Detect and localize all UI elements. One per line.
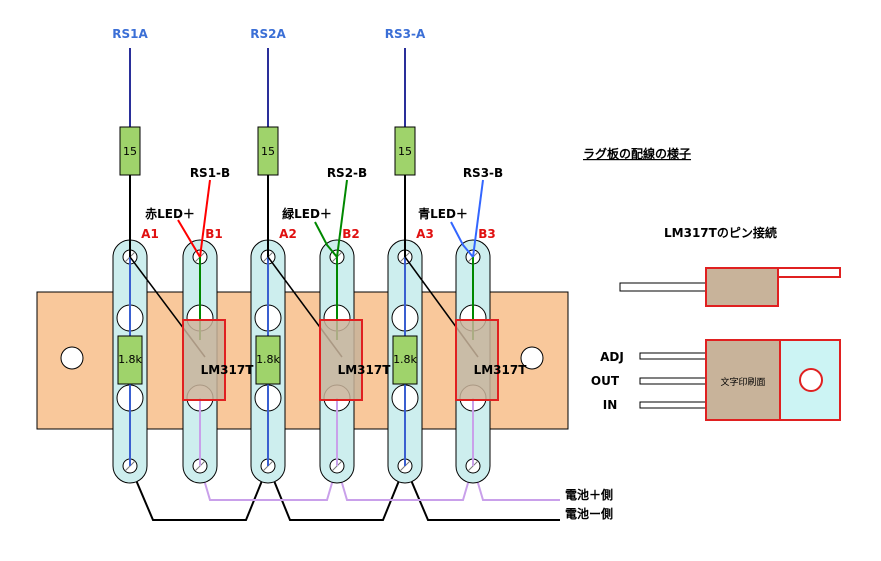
regulator-label-1: LM317T <box>201 363 255 377</box>
resistor-bottom-3 <box>392 335 418 385</box>
pin-out-label: OUT <box>591 374 620 388</box>
resistor-top-2 <box>257 126 279 176</box>
rs-label-2: RS2A <box>250 27 286 41</box>
led-lead-2 <box>314 221 338 258</box>
lm317t-front-view: 文字印刷面 ADJ OUT IN <box>591 339 841 421</box>
diagram-title: ラグ板の配線の様子 <box>583 146 691 161</box>
rsb-label-2: RS2-B <box>327 166 367 180</box>
battery-plus-path <box>199 462 560 501</box>
battery-minus-path <box>129 463 560 521</box>
battery-plus-label: 電池＋側 <box>565 487 613 502</box>
print-side-label: 文字印刷面 <box>720 376 765 388</box>
regulator-label-2: LM317T <box>338 363 392 377</box>
terminal-a-2: A2 <box>279 227 297 241</box>
resistor-bottom-value-3: 1.8k <box>393 353 417 366</box>
battery-plus-wire <box>199 462 560 501</box>
battery-minus-wire <box>129 463 560 521</box>
led-lead-1 <box>177 219 201 258</box>
battery-minus-label: 電池ー側 <box>565 506 613 521</box>
terminal-a-3: A3 <box>416 227 434 241</box>
led-label-1: 赤LED＋ <box>145 206 195 221</box>
terminal-b-1: B1 <box>205 227 223 241</box>
resistor-bottom-value-2: 1.8k <box>256 353 280 366</box>
resistor-bottom-1 <box>117 335 143 385</box>
pin-in-label: IN <box>603 398 618 412</box>
board-hole-right <box>520 346 544 370</box>
resistor-bottom-value-1: 1.8k <box>118 353 142 366</box>
board-hole-left <box>60 346 84 370</box>
led-wire-2 <box>336 179 348 258</box>
rs-label-1: RS1A <box>112 27 148 41</box>
terminal-a-1: A1 <box>141 227 159 241</box>
pin-adj-label: ADJ <box>600 350 624 364</box>
rsb-label-3: RS3-B <box>463 166 503 180</box>
led-wire-3 <box>472 179 484 258</box>
resistor-top-value-2: 15 <box>261 145 275 158</box>
regulator-label-3: LM317T <box>474 363 528 377</box>
rs-label-3: RS3-A <box>385 27 426 41</box>
terminal-b-2: B2 <box>342 227 360 241</box>
led-wire-1 <box>199 179 211 258</box>
terminal-b-3: B3 <box>478 227 496 241</box>
resistor-top-value-1: 15 <box>123 145 137 158</box>
regulator-2 <box>319 319 363 401</box>
led-label-2: 緑LED＋ <box>282 206 332 221</box>
pin-title: LM317Tのピン接続 <box>664 225 777 240</box>
rsb-label-1: RS1-B <box>190 166 230 180</box>
lm317t-side-view <box>619 267 841 307</box>
led-lead-3 <box>450 221 474 258</box>
led-label-3: 青LED＋ <box>418 206 468 221</box>
regulator-1 <box>182 319 226 401</box>
resistor-top-3 <box>394 126 416 176</box>
regulator-3 <box>455 319 499 401</box>
resistor-top-value-3: 15 <box>398 145 412 158</box>
resistor-bottom-2 <box>255 335 281 385</box>
resistor-top-1 <box>119 126 141 176</box>
